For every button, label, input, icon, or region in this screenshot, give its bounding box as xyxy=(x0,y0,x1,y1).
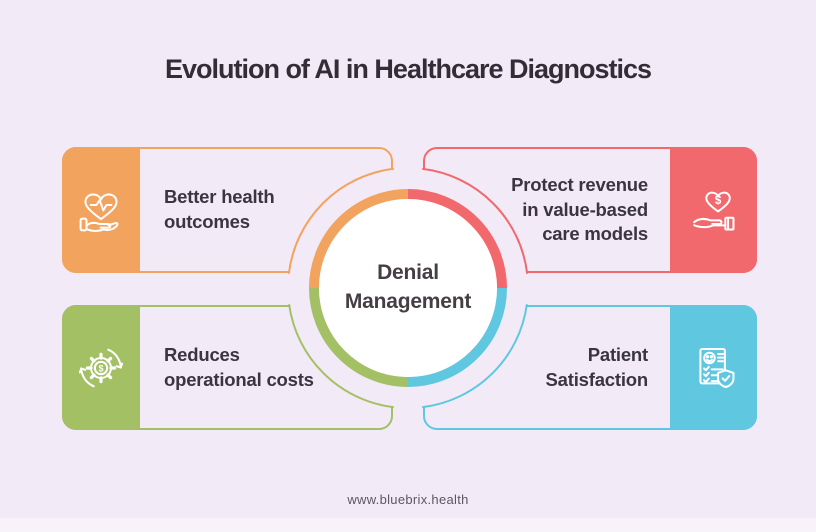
bottom-band xyxy=(0,518,816,532)
icon-block-cyan xyxy=(670,305,757,430)
card-reduces-operational-costs: $ Reduces operational costs xyxy=(62,305,393,430)
card-label-better-health-outcomes: Better health outcomes xyxy=(164,186,275,232)
card-patient-satisfaction: Patient Satisfaction xyxy=(423,305,757,430)
center-label: Denial Management xyxy=(344,261,472,313)
heart-pulse-hand-icon xyxy=(72,181,130,239)
card-label-reduces-operational-costs: Reduces operational costs xyxy=(164,343,314,390)
heart-dollar-hand-icon: $ xyxy=(685,181,743,239)
icon-block-green: $ xyxy=(62,305,140,430)
svg-text:$: $ xyxy=(714,194,721,207)
icon-block-red: $ xyxy=(670,147,757,273)
card-label-protect-revenue: Protect revenue in value-based care mode… xyxy=(511,174,648,245)
card-better-health-outcomes: Better health outcomes xyxy=(62,147,393,273)
svg-text:$: $ xyxy=(98,363,103,373)
card-label-patient-satisfaction: Patient Satisfaction xyxy=(545,343,649,390)
icon-block-orange xyxy=(62,147,140,273)
card-protect-revenue: $ Protect revenue in value-based care mo… xyxy=(423,147,757,273)
footer-url: www.bluebrix.health xyxy=(347,492,469,507)
document-checklist-icon xyxy=(685,339,743,397)
infographic-title: Evolution of AI in Healthcare Diagnostic… xyxy=(164,54,652,84)
gear-dollar-icon: $ xyxy=(72,339,130,397)
